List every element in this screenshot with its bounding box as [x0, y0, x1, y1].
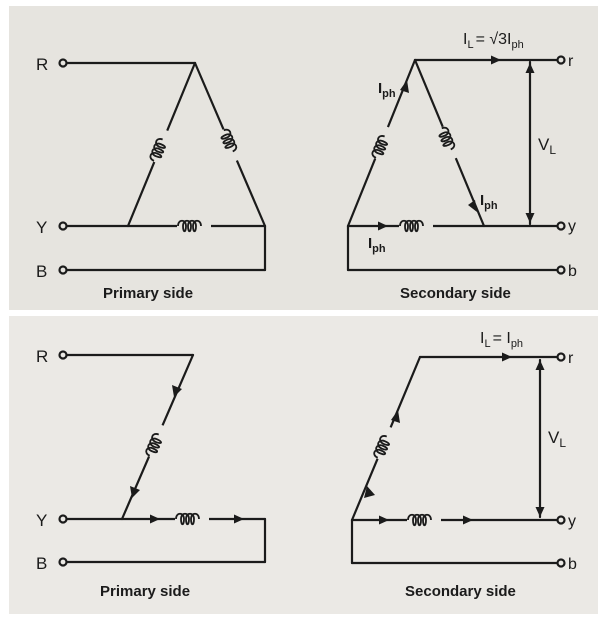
top-primary-terminal-b: B — [36, 262, 47, 281]
top-line-voltage-label: VL — [538, 135, 556, 157]
bottom-secondary-terminal-r: r — [568, 350, 574, 367]
top-secondary-caption: Secondary side — [400, 285, 511, 302]
top-line-current-label: IL= √3Iph — [463, 31, 524, 51]
top-secondary-coil-bottom — [399, 218, 433, 234]
bottom-primary-arrows — [130, 385, 244, 524]
bottom-primary-terminal-y: Y — [36, 511, 47, 530]
top-phase-current-a: Iph — [378, 80, 396, 100]
top-secondary-terminal-r: r — [568, 53, 574, 70]
top-primary-terminal-r: R — [36, 55, 48, 74]
top-primary-coil-bottom — [177, 218, 211, 234]
top-primary-caption: Primary side — [103, 285, 193, 302]
top-secondary-terminal-b: b — [568, 263, 577, 280]
bottom-secondary-coil-bottom — [407, 512, 441, 528]
top-secondary-coil-left — [368, 124, 396, 162]
top-panel-background — [9, 6, 598, 310]
top-phase-current-b: Iph — [480, 192, 498, 212]
top-primary-coil-left — [146, 127, 174, 165]
bottom-primary-caption: Primary side — [100, 583, 190, 600]
bottom-primary-coil-slant — [141, 422, 171, 460]
bottom-primary-terminal-b: B — [36, 554, 47, 573]
bottom-secondary-terminal-y: y — [568, 513, 576, 530]
bottom-line-current-label: IL= Iph — [480, 330, 523, 350]
top-phase-current-c: Iph — [368, 235, 386, 255]
bottom-primary-coil-bottom — [175, 511, 209, 527]
bottom-secondary-caption: Secondary side — [405, 583, 516, 600]
bottom-line-voltage-label: VL — [548, 428, 566, 450]
top-secondary-terminal-y: y — [568, 218, 576, 235]
top-secondary-coil-right — [433, 124, 463, 162]
bottom-secondary-coil-slant — [369, 424, 399, 462]
bottom-primary-terminal-r: R — [36, 347, 48, 366]
bottom-secondary-arrows — [364, 352, 545, 525]
bottom-panel-background — [9, 316, 598, 614]
top-secondary-arrows — [378, 55, 535, 231]
top-primary-terminal-y: Y — [36, 218, 47, 237]
top-primary-coil-right — [215, 126, 245, 164]
bottom-secondary-terminal-b: b — [568, 556, 577, 573]
